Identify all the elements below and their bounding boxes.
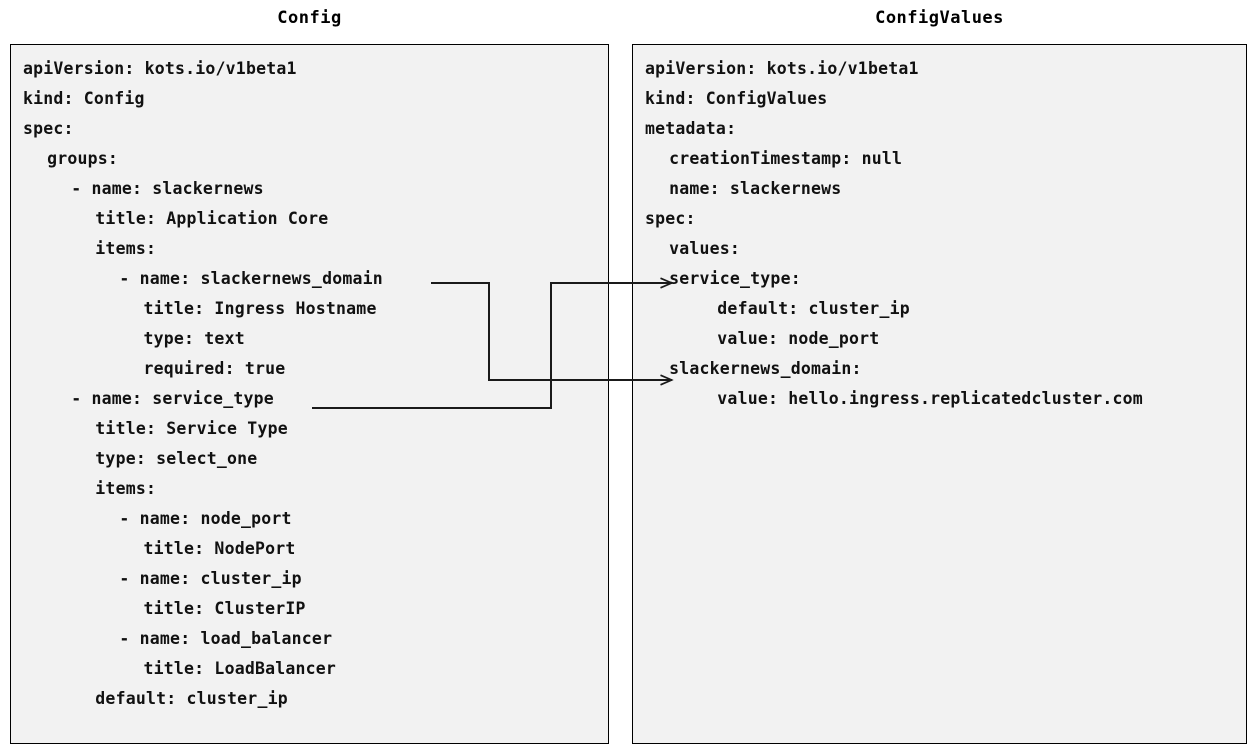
yaml-line: groups: xyxy=(47,149,119,168)
configvalues-yaml-text: apiVersion: kots.io/v1beta1 kind: ConfigV… xyxy=(633,45,1246,743)
yaml-line: - name: cluster_ip xyxy=(119,569,302,588)
yaml-line: title: ClusterIP xyxy=(143,599,306,618)
yaml-line: service_type: xyxy=(669,269,801,288)
page-title-configvalues: ConfigValues xyxy=(875,8,1004,28)
yaml-line: title: NodePort xyxy=(143,539,296,558)
yaml-line: kind: Config xyxy=(23,89,145,108)
yaml-line: - name: node_port xyxy=(119,509,292,528)
yaml-line: creationTimestamp: null xyxy=(669,149,903,168)
page-title-config: Config xyxy=(277,8,342,28)
yaml-line: value: node_port xyxy=(717,329,880,348)
yaml-line: metadata: xyxy=(645,119,737,138)
yaml-line: - name: load_balancer xyxy=(119,629,333,648)
yaml-line: title: Application Core xyxy=(95,209,329,228)
yaml-line: items: xyxy=(95,479,157,498)
yaml-line: spec: xyxy=(23,119,74,138)
yaml-line: kind: ConfigValues xyxy=(645,89,828,108)
yaml-line: title: Service Type xyxy=(95,419,288,438)
yaml-line: type: text xyxy=(143,329,245,348)
configvalues-yaml-panel: apiVersion: kots.io/v1beta1 kind: ConfigV… xyxy=(632,44,1247,744)
yaml-line: default: cluster_ip xyxy=(95,689,288,708)
yaml-line: apiVersion: kots.io/v1beta1 xyxy=(645,59,919,78)
yaml-line: items: xyxy=(95,239,157,258)
yaml-line: required: true xyxy=(143,359,286,378)
config-yaml-text: apiVersion: kots.io/v1beta1 kind: Config s… xyxy=(11,45,608,743)
yaml-line: name: slackernews xyxy=(669,179,842,198)
yaml-line: title: LoadBalancer xyxy=(143,659,337,678)
yaml-line: value: hello.ingress.replicatedcluster.c… xyxy=(717,389,1143,408)
yaml-line: - name: service_type xyxy=(71,389,274,408)
yaml-line: apiVersion: kots.io/v1beta1 xyxy=(23,59,297,78)
yaml-line: default: cluster_ip xyxy=(717,299,910,318)
yaml-line: title: Ingress Hostname xyxy=(143,299,377,318)
yaml-line: values: xyxy=(669,239,741,258)
yaml-line: spec: xyxy=(645,209,696,228)
config-yaml-panel: apiVersion: kots.io/v1beta1 kind: Config s… xyxy=(10,44,609,744)
yaml-line: - name: slackernews xyxy=(71,179,264,198)
yaml-line: - name: slackernews_domain xyxy=(119,269,383,288)
yaml-line: slackernews_domain: xyxy=(669,359,862,378)
yaml-line: type: select_one xyxy=(95,449,258,468)
